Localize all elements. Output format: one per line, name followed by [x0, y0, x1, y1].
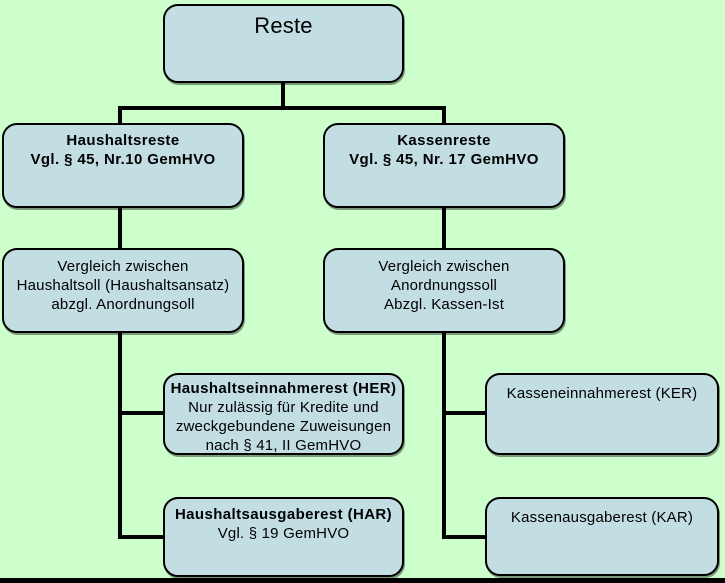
node-haushaltsreste-title: Haushaltsreste [66, 132, 180, 149]
connector-split-left-drop [118, 108, 122, 123]
node-kar-title: Kassenausgaberest (KAR) [510, 509, 694, 526]
connector-split-bar [118, 106, 446, 110]
node-kassenreste-title: Kassenreste [397, 132, 491, 149]
bottom-border-bar [0, 578, 725, 583]
connector-split-right-drop [442, 108, 446, 123]
node-her-title: Haushaltseinnahmerest (HER) [170, 380, 397, 397]
connector-stub-kar [442, 535, 485, 539]
connector-left-trunk [118, 333, 122, 539]
node-her-line3: nach § 41, II GemHVO [205, 437, 362, 454]
node-vergleich-haushalt: Vergleich zwischen Haushaltsoll (Haushal… [2, 248, 244, 333]
node-vergleich-haushalt-line1: Vergleich zwischen [57, 258, 189, 275]
node-her-line2: zweckgebundene Zuweisungen [175, 418, 392, 435]
node-haushaltseinnahmerest: Haushaltseinnahmerest (HER) Nur zulässig… [163, 373, 404, 455]
node-har-title: Haushaltsausgaberest (HAR) [174, 506, 393, 523]
node-kassenausgaberest: Kassenausgaberest (KAR) [485, 497, 719, 576]
connector-right-trunk [442, 333, 446, 539]
node-ker-title: Kasseneinnahmerest (KER) [506, 385, 698, 402]
node-vergleich-kasse: Vergleich zwischen Anordnungssoll Abzgl.… [323, 248, 565, 333]
connector-kassenreste-vergleich [442, 208, 446, 248]
node-vergleich-haushalt-line2: Haushaltsoll (Haushaltsansatz) [16, 277, 230, 294]
connector-stub-her [118, 411, 163, 415]
node-kassenreste-subtitle: Vgl. § 45, Nr. 17 GemHVO [349, 151, 539, 168]
node-haushaltsreste: Haushaltsreste Vgl. § 45, Nr.10 GemHVO [2, 123, 244, 208]
node-vergleich-kasse-line2: Anordnungssoll [390, 277, 498, 294]
connector-stub-ker [442, 411, 485, 415]
node-reste: Reste [163, 4, 404, 83]
node-kassenreste: Kassenreste Vgl. § 45, Nr. 17 GemHVO [323, 123, 565, 208]
node-vergleich-kasse-line3: Abzgl. Kassen-Ist [383, 296, 505, 313]
node-vergleich-kasse-line1: Vergleich zwischen [378, 258, 510, 275]
connector-haushaltsreste-vergleich [118, 208, 122, 248]
node-her-line1: Nur zulässig für Kredite und [188, 399, 379, 416]
connector-reste-drop [281, 83, 285, 108]
node-vergleich-haushalt-line3: abzgl. Anordnungsoll [51, 296, 195, 313]
node-haushaltsausgaberest: Haushaltsausgaberest (HAR) Vgl. § 19 Gem… [163, 497, 404, 577]
node-har-line1: Vgl. § 19 GemHVO [217, 525, 350, 542]
node-reste-title: Reste [254, 13, 313, 38]
node-kasseneinnahmerest: Kasseneinnahmerest (KER) [485, 373, 719, 455]
node-haushaltsreste-subtitle: Vgl. § 45, Nr.10 GemHVO [30, 151, 216, 168]
connector-stub-har [118, 535, 163, 539]
